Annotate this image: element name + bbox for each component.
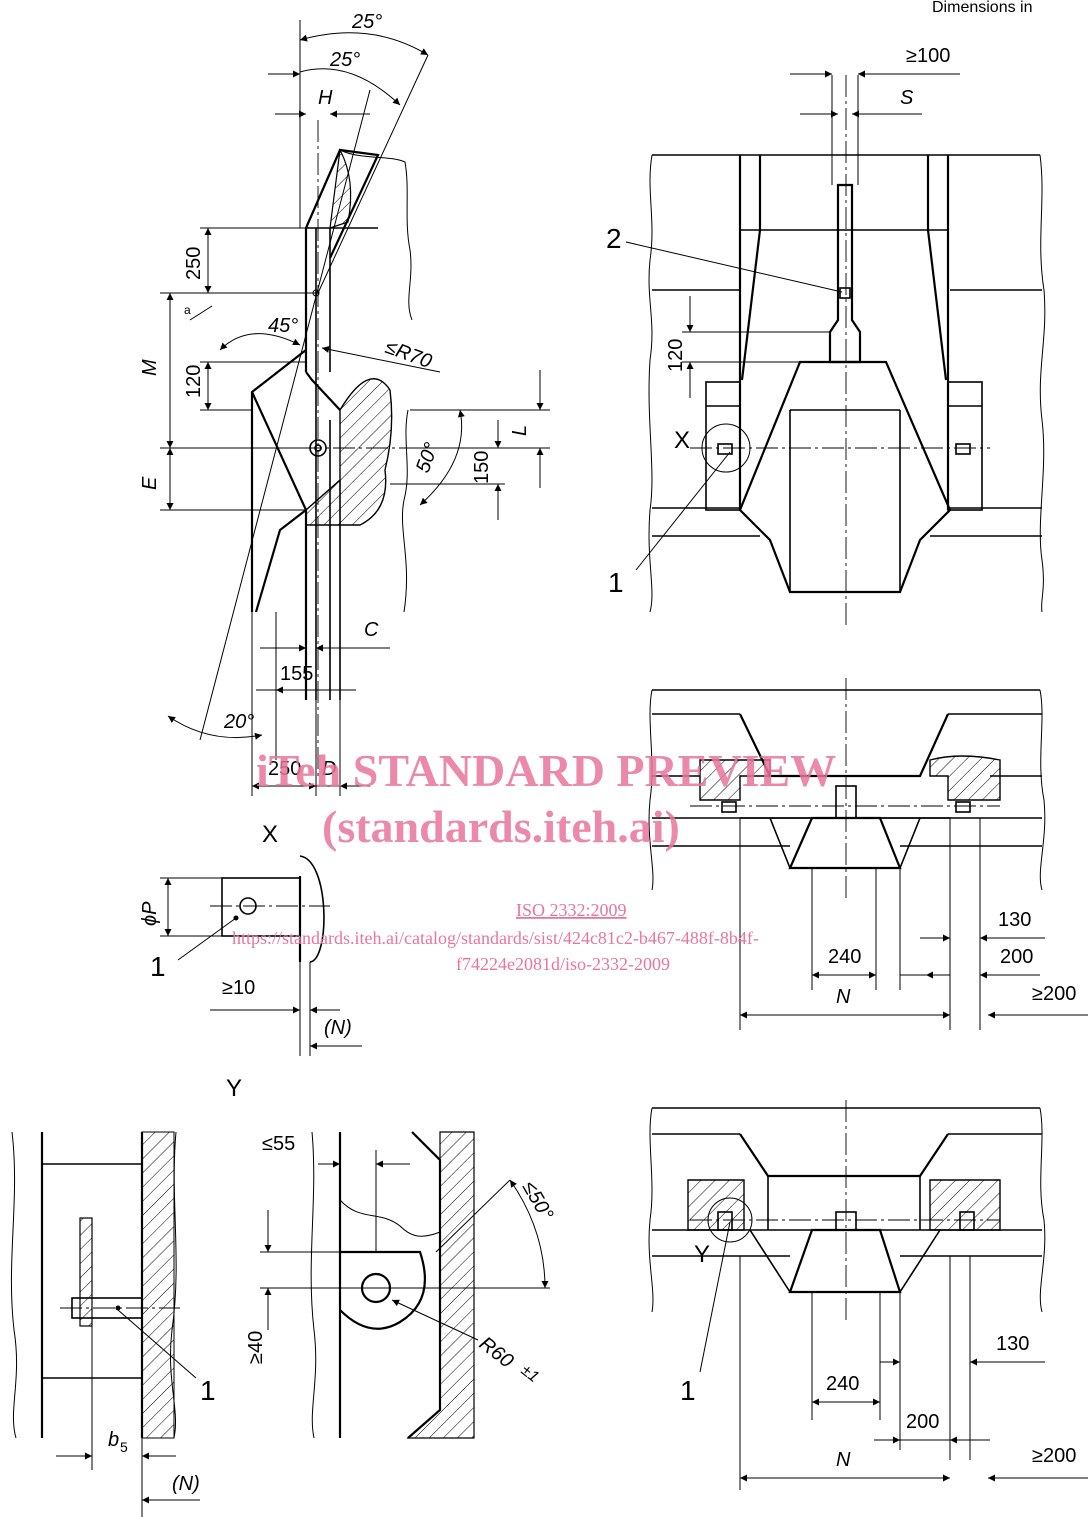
dim-D: D <box>322 758 336 780</box>
dim-angle-25-inner: 25° <box>329 49 360 71</box>
note-a: a <box>184 303 191 317</box>
units-note: Dimensions in <box>932 0 1032 16</box>
front-view: X 1 2 ≥100 S 120 <box>606 45 1046 625</box>
dim-R60: R60 <box>475 1333 517 1373</box>
dim-ge200-upper: ≥200 <box>1032 983 1076 1005</box>
dim-N-lower: N <box>836 1449 851 1471</box>
watermark-subtitle: (standards.iteh.ai) <box>322 801 680 852</box>
detail-y-title: Y <box>226 1075 242 1102</box>
dim-120-side: 120 <box>183 365 205 398</box>
dim-le55: ≤55 <box>262 1133 295 1155</box>
dim-120-front: 120 <box>665 339 687 372</box>
dim-155: 155 <box>280 663 313 685</box>
dim-250-bottom: 250 <box>268 758 301 780</box>
detail-x-title: X <box>262 821 278 848</box>
dim-M: M <box>139 359 161 376</box>
dim-S: S <box>900 87 914 109</box>
label-Y-lower: Y <box>694 1241 710 1268</box>
detail-x: X ϕP 1 ≥10 (N) <box>139 821 362 1056</box>
watermark: iTeh STANDARD PREVIEW (standards.iteh.ai… <box>232 745 836 974</box>
dim-phiP: ϕP <box>139 901 161 926</box>
callout-1-lower: 1 <box>680 1375 696 1406</box>
callout-1-y-left: 1 <box>200 1375 216 1406</box>
dim-N-x: (N) <box>324 1017 352 1039</box>
dim-angle-50: 50° <box>412 440 443 476</box>
dim-N-upper: N <box>836 986 851 1008</box>
dim-R60-tol: ±1 <box>518 1362 542 1386</box>
dim-angle-20: 20° <box>223 711 254 733</box>
detail-y-right: ≤55 ≤50° ≥40 R60 ±1 <box>245 1131 558 1439</box>
watermark-url-line1[interactable]: https://standards.iteh.ai/catalog/standa… <box>232 928 759 948</box>
dim-E: E <box>139 476 161 490</box>
dim-200-upper: 200 <box>1000 946 1033 968</box>
dim-250-vertical: 250 <box>183 247 205 280</box>
dim-130-upper: 130 <box>998 909 1031 931</box>
dim-angle-25-outer: 25° <box>351 11 382 33</box>
dim-le50: ≤50° <box>518 1178 558 1225</box>
plan-lower: Y 1 130 240 200 N ≥200 <box>648 1100 1088 1490</box>
watermark-doc-link[interactable]: ISO 2332:2009 <box>516 900 627 920</box>
dim-240-upper: 240 <box>828 946 861 968</box>
dim-C: C <box>364 619 379 641</box>
callout-2-front: 2 <box>606 223 622 254</box>
callout-1-front: 1 <box>608 567 624 598</box>
dim-N-y: (N) <box>172 1473 200 1495</box>
plan-upper: 130 240 200 N ≥200 <box>648 678 1088 1030</box>
watermark-url-line2[interactable]: f74224e2081d/iso-2332-2009 <box>456 954 670 974</box>
label-X-front: X <box>674 427 690 454</box>
dim-b5-sub: 5 <box>120 1439 128 1455</box>
dim-200-lower: 200 <box>906 1411 939 1433</box>
dim-ge100: ≥100 <box>906 45 950 67</box>
dim-R70: ≤R70 <box>382 336 434 373</box>
dim-b5: b <box>108 1429 119 1451</box>
callout-1-x: 1 <box>150 951 166 982</box>
dim-ge40: ≥40 <box>245 1331 267 1364</box>
dim-ge10: ≥10 <box>222 977 255 999</box>
dim-L: L <box>509 425 531 436</box>
dim-150: 150 <box>471 451 493 484</box>
dim-ge200-lower: ≥200 <box>1032 1445 1076 1467</box>
detail-y-left: Y 1 b 5 (N) <box>10 1075 242 1517</box>
dim-angle-45: 45° <box>268 315 298 337</box>
dim-130-lower: 130 <box>996 1333 1029 1355</box>
dim-240-lower: 240 <box>826 1373 859 1395</box>
watermark-title: iTeh STANDARD PREVIEW <box>256 745 836 796</box>
dim-H: H <box>318 87 333 109</box>
side-view: 25° 25° H 250 a 45° M 120 ≤R70 <box>139 11 550 796</box>
